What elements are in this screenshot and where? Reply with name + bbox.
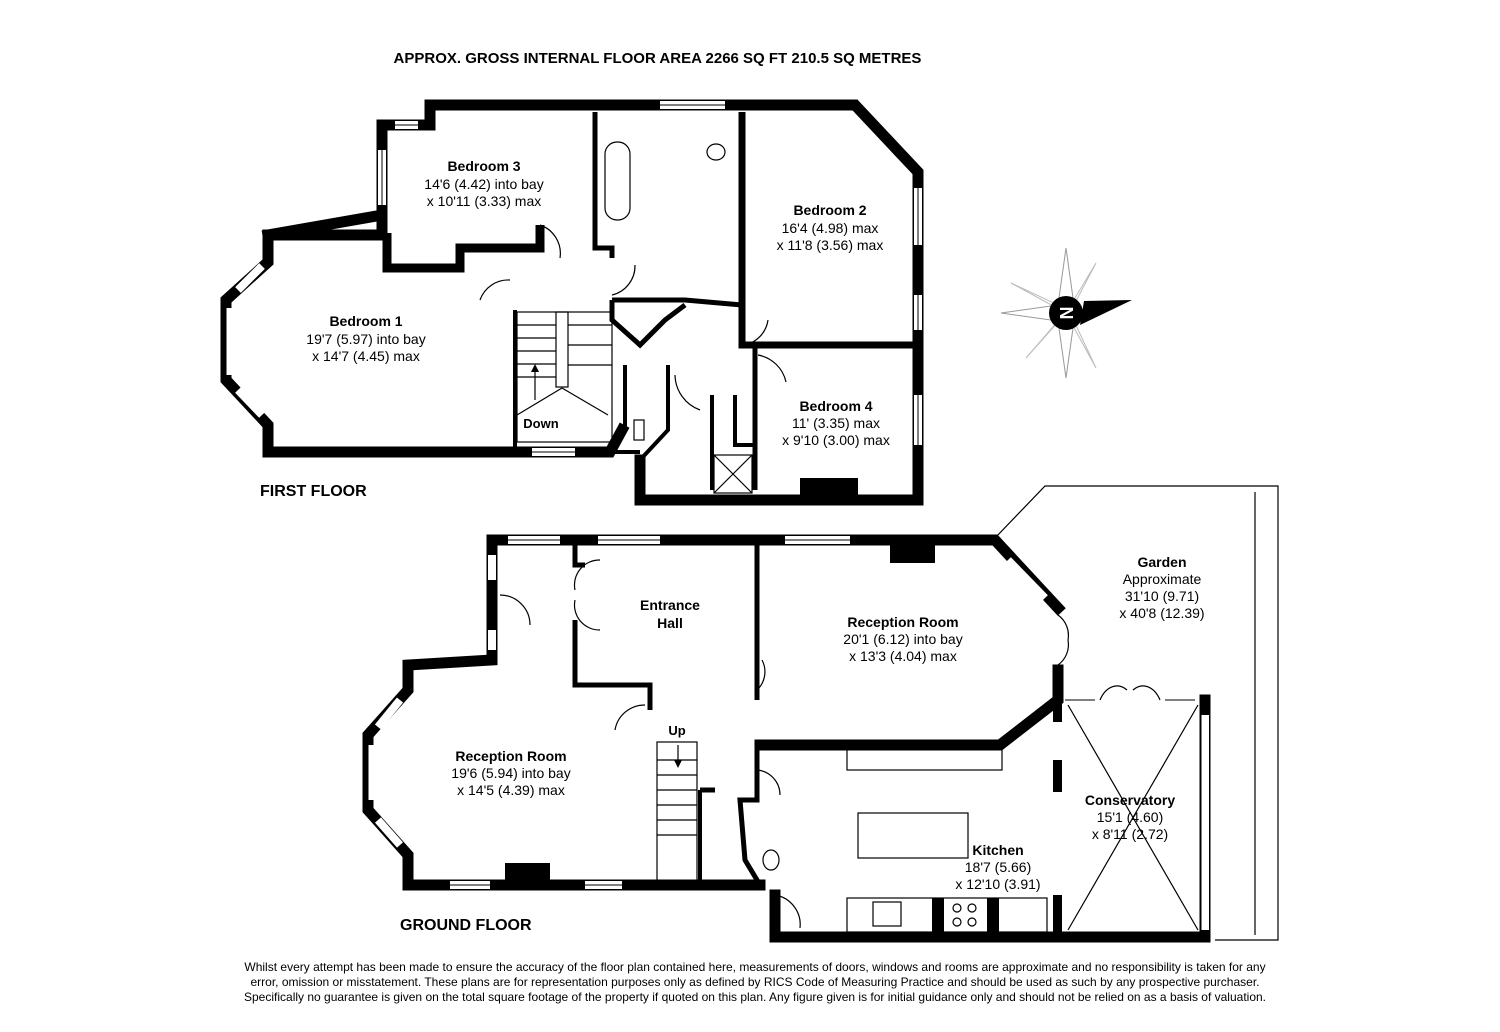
room-dims: 31'10 (9.71)	[1125, 588, 1199, 604]
room-dims: 19'7 (5.97) into bay	[306, 331, 425, 347]
room-name-entrance-hall-line2: Hall	[657, 615, 683, 631]
stairs-ground-floor	[656, 741, 698, 883]
garden-boundary	[994, 485, 1279, 941]
room-dims: 20'1 (6.12) into bay	[843, 631, 962, 647]
bath-icon	[604, 141, 631, 221]
room-dims: x 8'11 (2.72)	[1092, 826, 1168, 842]
toilet-icon	[762, 849, 780, 871]
floor-area-title: APPROX. GROSS INTERNAL FLOOR AREA 2266 S…	[393, 50, 922, 67]
room-dims: x 9'10 (3.00) max	[782, 432, 890, 448]
stairs-label: Down	[523, 416, 558, 431]
svg-text:N: N	[1056, 307, 1076, 320]
ground-floor-plan: Entrance Hall Reception Room 20'1 (6.12)…	[362, 485, 1279, 943]
room-dims: x 14'5 (4.39) max	[457, 782, 565, 798]
room-name-reception-room-front: Reception Room	[455, 748, 566, 764]
hob-icon	[952, 903, 977, 927]
room-name-bedroom-4: Bedroom 4	[799, 398, 872, 414]
floor-label-first: FIRST FLOOR	[260, 483, 367, 500]
disclaimer-line: error, omission or misstatement. These p…	[250, 975, 1260, 989]
room-name-reception-room-rear: Reception Room	[847, 614, 958, 630]
room-dims: x 14'7 (4.45) max	[312, 348, 420, 364]
wall	[424, 99, 924, 506]
wall	[220, 119, 630, 458]
room-dims: 15'1 (4.60)	[1097, 809, 1164, 825]
room-name-garden: Garden	[1137, 554, 1186, 570]
floor-label-ground: GROUND FLOOR	[400, 917, 532, 934]
first-floor-plan: Bedroom 3 14'6 (4.42) into bay x 10'11 (…	[220, 99, 924, 506]
room-name-conservatory: Conservatory	[1085, 792, 1175, 808]
room-dims: x 12'10 (3.91)	[955, 876, 1040, 892]
room-name-kitchen: Kitchen	[972, 842, 1023, 858]
room-dims: 11' (3.35) max	[792, 415, 880, 431]
room-dims: Approximate	[1123, 571, 1202, 587]
toilet-icon	[706, 143, 726, 161]
room-name-bedroom-1: Bedroom 1	[329, 313, 402, 329]
room-dims: x 13'3 (4.04) max	[849, 648, 957, 664]
room-name-entrance-hall: Entrance	[640, 597, 700, 613]
stairs-first-floor	[516, 311, 613, 443]
room-dims: x 40'8 (12.39)	[1119, 605, 1204, 621]
room-name-bedroom-2: Bedroom 2	[793, 202, 866, 218]
wall	[754, 664, 1064, 751]
disclaimer-line: Whilst every attempt has been made to en…	[244, 960, 1266, 974]
wall	[362, 534, 766, 891]
sink-icon	[872, 901, 902, 927]
room-dims: 14'6 (4.42) into bay	[424, 176, 543, 192]
room-name-bedroom-3: Bedroom 3	[447, 158, 520, 174]
shower-icon	[713, 454, 753, 494]
room-dims: 16'4 (4.98) max	[782, 220, 879, 236]
room-dims: 18'7 (5.66)	[965, 859, 1032, 875]
disclaimer-line: Specifically no guarantee is given on th…	[244, 990, 1266, 1004]
disclaimer: Whilst every attempt has been made to en…	[170, 960, 1340, 1005]
wall	[261, 119, 436, 242]
north-arrow-icon: N	[1000, 247, 1132, 379]
room-dims: x 10'11 (3.33) max	[427, 193, 541, 209]
room-dims: x 11'8 (3.56) max	[777, 237, 884, 253]
kitchen-island	[857, 812, 969, 859]
room-dims: 19'6 (5.94) into bay	[451, 765, 570, 781]
stairs-label: Up	[668, 723, 685, 738]
